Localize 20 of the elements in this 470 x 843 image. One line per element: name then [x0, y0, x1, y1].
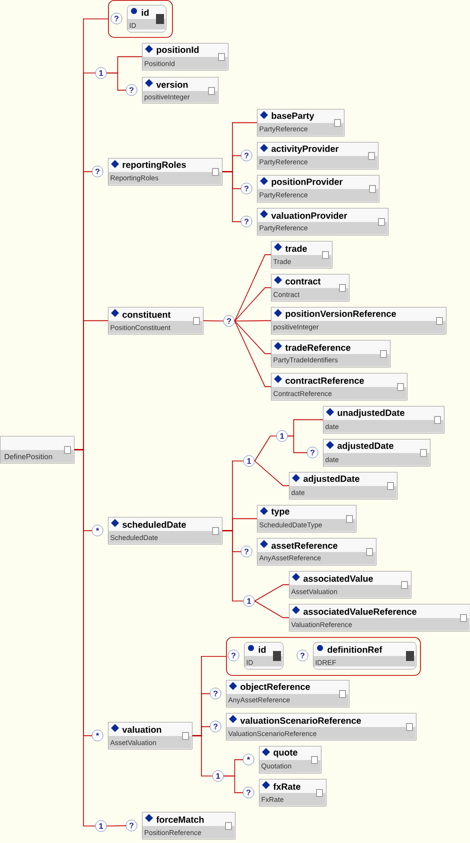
connector-line: [106, 72, 126, 91]
connector-line: [222, 530, 244, 602]
connector-line: [287, 436, 308, 454]
connector-line: [106, 825, 126, 826]
connector-line: [254, 584, 290, 602]
connector-line: [74, 449, 96, 826]
connector-line: [223, 776, 244, 794]
connector-line: [254, 600, 290, 618]
connector-line: [234, 320, 272, 388]
attribute-group: [226, 637, 421, 676]
connector-line: [234, 320, 272, 322]
connector-line: [222, 171, 242, 222]
connector-line: [234, 287, 272, 322]
connector-line: [203, 320, 224, 322]
connector-line: [234, 254, 272, 322]
attribute-group: [108, 0, 173, 38]
connector-line: [254, 436, 277, 462]
connector-line: [254, 460, 290, 486]
connector-line: [234, 320, 272, 354]
connector-line: [192, 735, 213, 776]
